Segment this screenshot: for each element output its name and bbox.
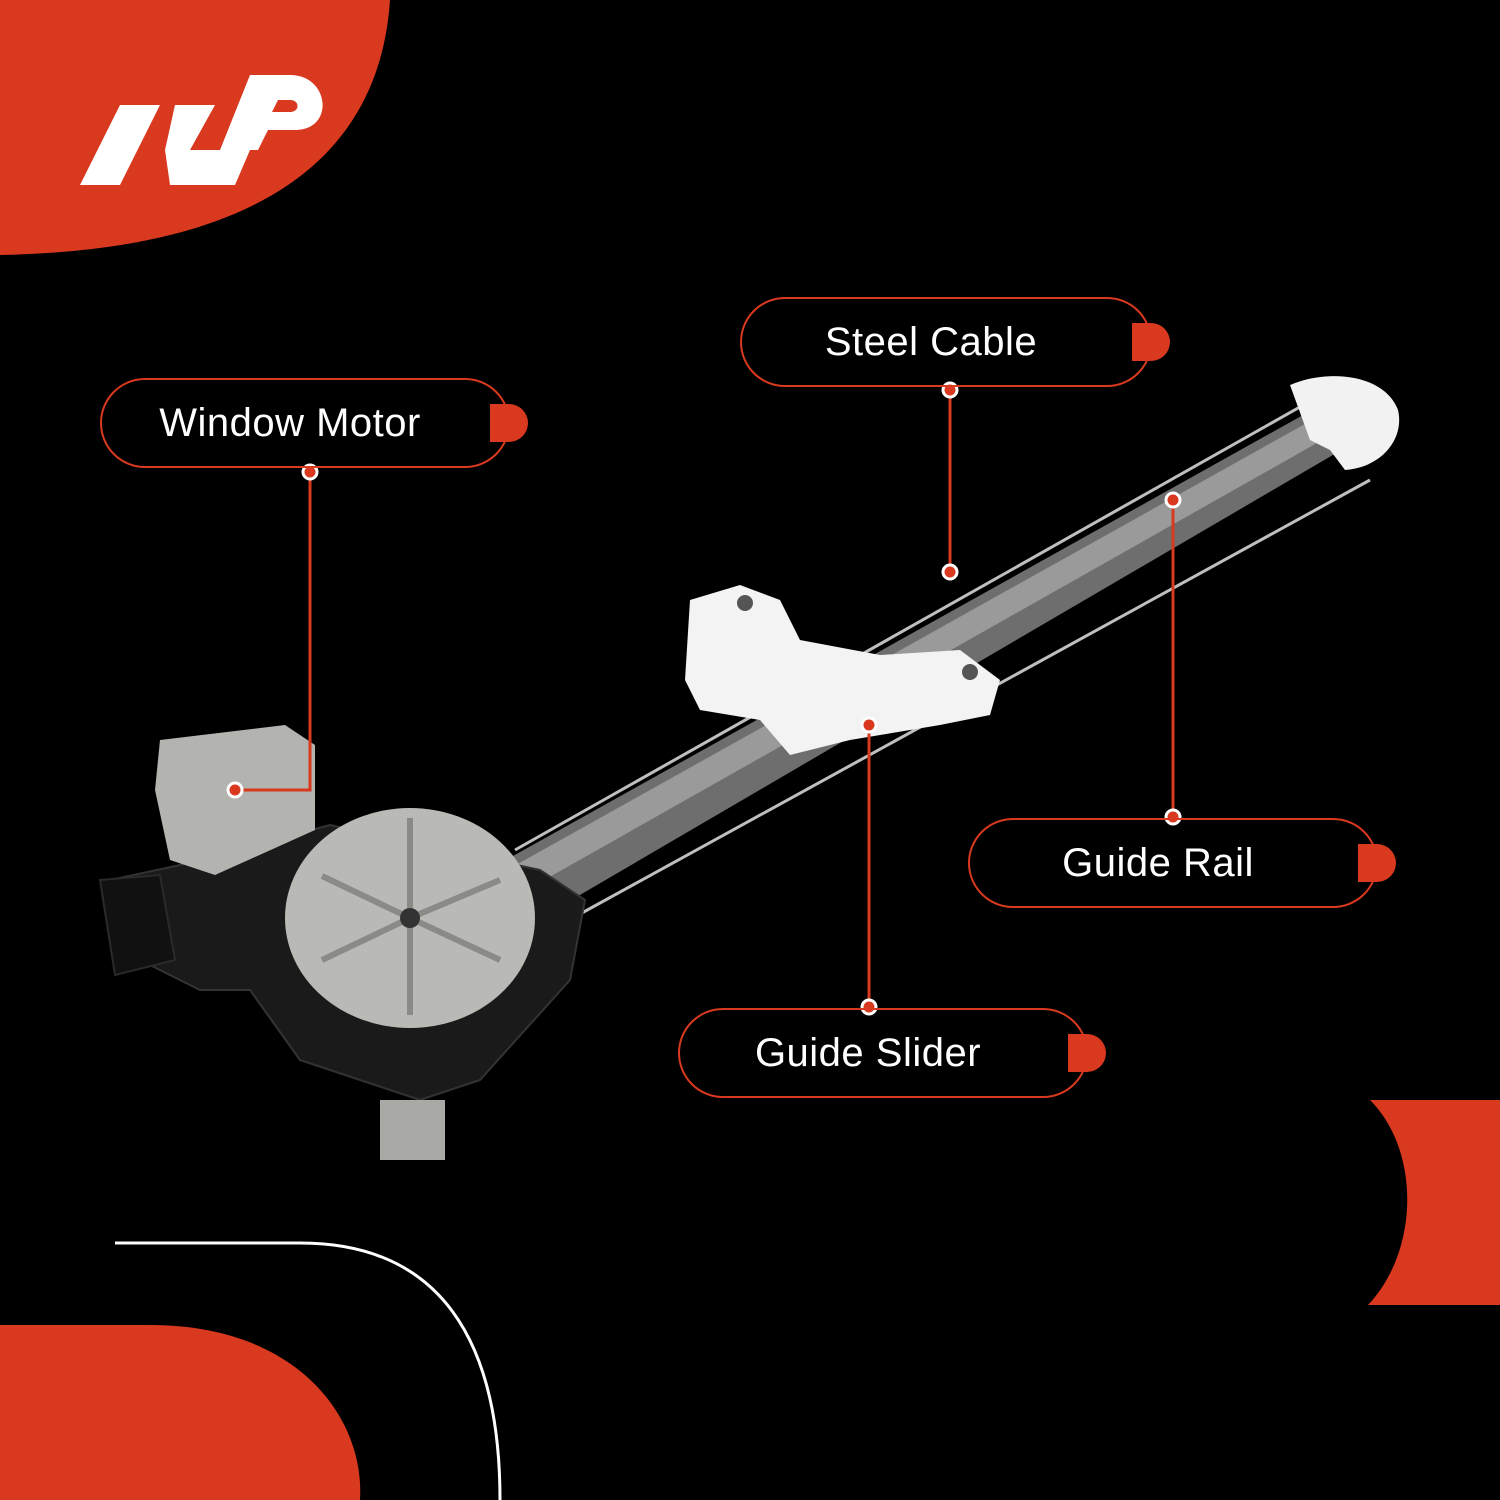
guide-slider-body	[685, 585, 1000, 755]
motor-can	[155, 725, 315, 875]
callout-tab	[490, 404, 528, 442]
motor-connector	[98, 873, 177, 977]
callout-tab	[1068, 1034, 1106, 1072]
brand-logo	[80, 75, 323, 185]
callout-window-motor: Window Motor	[100, 378, 528, 468]
callout-steel-cable: Steel Cable	[740, 297, 1170, 387]
corner-shape-right	[1368, 1100, 1500, 1305]
callout-guide-rail: Guide Rail	[968, 818, 1396, 908]
window-regulator-photo	[98, 376, 1400, 1160]
callout-tab	[1132, 323, 1170, 361]
leader-lines	[235, 390, 1175, 1007]
callout-label: Steel Cable	[824, 319, 1038, 364]
corner-shape-bottom-left	[0, 1325, 361, 1500]
callout-label: Guide Slider	[754, 1030, 982, 1075]
callout-label: Guide Rail	[1062, 840, 1254, 885]
callout-tab	[1358, 844, 1396, 882]
outline-arc-bottom-left	[115, 1241, 502, 1500]
callout-guide-slider: Guide Slider	[678, 1008, 1106, 1098]
callout-label: Window Motor	[159, 400, 421, 445]
top-end-cap	[1290, 376, 1400, 470]
